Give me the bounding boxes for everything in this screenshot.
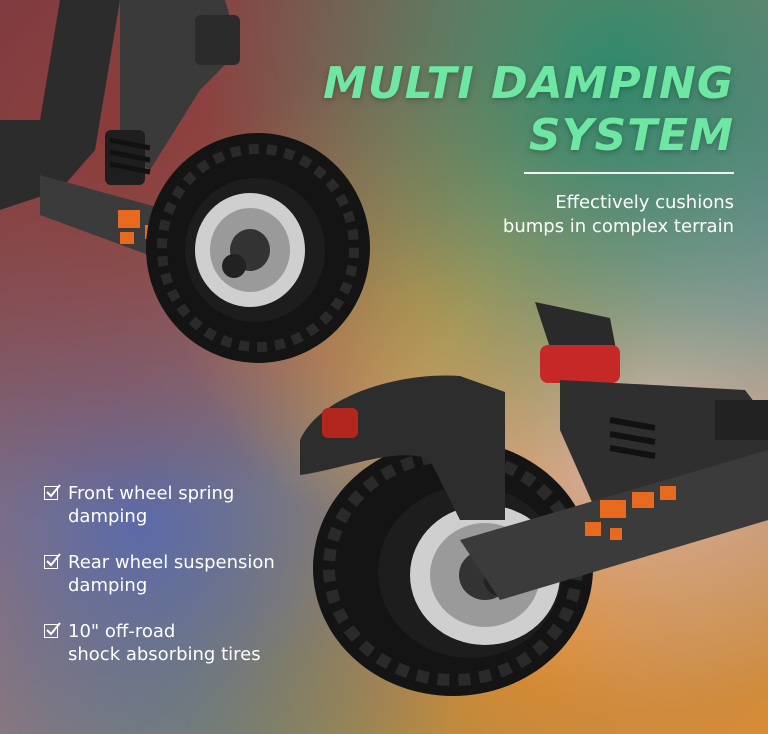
subheadline: Effectively cushions bumps in complex te… xyxy=(404,191,734,239)
rear-fender xyxy=(300,375,505,520)
rear-chassis xyxy=(460,302,768,600)
feature-line-1: 10" off-road xyxy=(68,621,176,642)
feature-item: Front wheel spring damping xyxy=(44,482,334,528)
checkbox-icon xyxy=(44,553,61,569)
feature-line-1: Front wheel spring xyxy=(68,483,235,504)
feature-line-2: damping xyxy=(68,575,148,596)
feature-line-1: Rear wheel suspension xyxy=(68,552,275,573)
checkbox-icon xyxy=(44,484,61,500)
front-wheel xyxy=(146,133,370,363)
headline-line-1: MULTI DAMPING xyxy=(323,58,734,109)
subheadline-line-2: bumps in complex terrain xyxy=(502,216,734,237)
feature-item: 10" off-road shock absorbing tires xyxy=(44,620,334,666)
headline-divider xyxy=(524,172,734,174)
headline: MULTI DAMPING SYSTEM xyxy=(214,58,734,162)
feature-list: Front wheel spring damping Rear wheel su… xyxy=(44,482,334,689)
headline-line-2: SYSTEM xyxy=(528,110,734,161)
checkbox-icon xyxy=(44,622,61,638)
feature-line-2: shock absorbing tires xyxy=(68,644,261,665)
feature-item: Rear wheel suspension damping xyxy=(44,551,334,597)
subheadline-line-1: Effectively cushions xyxy=(555,192,734,213)
feature-line-2: damping xyxy=(68,506,148,527)
